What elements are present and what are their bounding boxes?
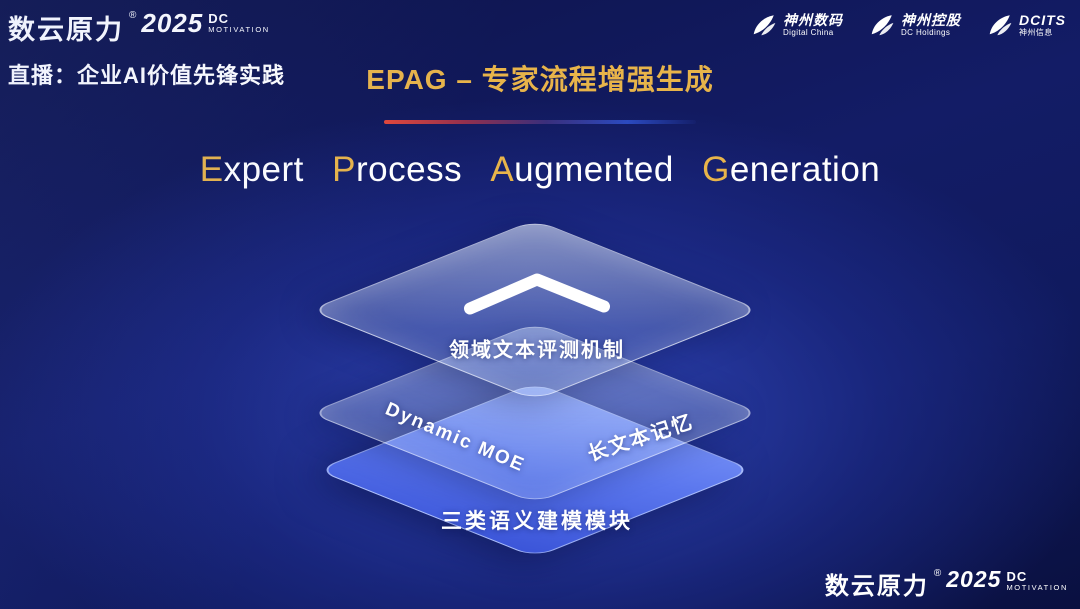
brand-logo: 数云原力 ® 2025 DC MOTIVATION bbox=[8, 8, 270, 47]
gold-initial: P bbox=[332, 150, 356, 189]
brand-suffix: DC MOTIVATION bbox=[1006, 569, 1068, 593]
swoosh-icon bbox=[871, 15, 894, 36]
swoosh-icon bbox=[989, 15, 1012, 36]
partner-cn: 神州数码 bbox=[783, 12, 843, 29]
subtitle-word: Augmented bbox=[490, 150, 674, 189]
partner-logo-dc-holdings: 神州控股 DC Holdings bbox=[869, 12, 961, 38]
word-rest: ugmented bbox=[514, 150, 674, 189]
partner-en: 神州信息 bbox=[1019, 28, 1053, 38]
word-rest: xpert bbox=[223, 150, 304, 189]
brand-cn-text: 数云原力 bbox=[824, 573, 929, 600]
partner-logo-digital-china: 神州数码 Digital China bbox=[751, 12, 843, 38]
top-layer-label: 领域文本评测机制 bbox=[449, 339, 625, 362]
partner-cn: 神州控股 bbox=[901, 12, 961, 29]
word-rest: rocess bbox=[355, 150, 463, 189]
title-divider bbox=[384, 120, 696, 124]
brand-dc: DC bbox=[208, 11, 229, 26]
partner-en: DC Holdings bbox=[901, 28, 951, 38]
brand-motivation: MOTIVATION bbox=[208, 25, 270, 35]
subtitle-word: Process bbox=[332, 150, 462, 189]
gold-initial: E bbox=[199, 150, 224, 189]
brand-dc: DC bbox=[1006, 569, 1028, 584]
partner-cn: DCITS bbox=[1019, 12, 1066, 29]
partner-text: 神州数码 Digital China bbox=[783, 12, 843, 37]
brand-motivation: MOTIVATION bbox=[1006, 583, 1068, 593]
word-rest: eneration bbox=[729, 150, 881, 189]
footer-brand-logo: 数云原力 ® 2025 DC MOTIVATION bbox=[825, 566, 1068, 601]
gold-initial: G bbox=[702, 150, 730, 189]
subtitle-word: Generation bbox=[702, 150, 880, 189]
brand-year: 2025 bbox=[946, 566, 1002, 592]
page-title: EPAG – 专家流程增强生成 bbox=[366, 64, 714, 95]
partner-text: 神州控股 DC Holdings bbox=[901, 12, 961, 37]
registered-mark: ® bbox=[129, 10, 137, 21]
registered-mark: ® bbox=[933, 568, 942, 579]
brand-year: 2025 bbox=[141, 8, 204, 38]
swoosh-icon bbox=[753, 15, 776, 36]
brand-cn-text: 数云原力 bbox=[8, 15, 124, 45]
chevron-up-icon bbox=[462, 271, 612, 322]
bottom-layer-label: 三类语义建模模块 bbox=[441, 510, 633, 533]
subtitle-word: Expert bbox=[200, 150, 304, 189]
partner-text: DCITS 神州信息 bbox=[1019, 12, 1066, 37]
partner-logo-dcits: DCITS 神州信息 bbox=[987, 12, 1066, 38]
live-stream-label: 直播：企业AI价值先锋实践 bbox=[8, 63, 286, 88]
gold-initial: A bbox=[490, 150, 515, 189]
brand-suffix: DC MOTIVATION bbox=[208, 11, 270, 35]
partner-en: Digital China bbox=[783, 28, 834, 38]
partner-logos: 神州数码 Digital China 神州控股 DC Holdings DCIT… bbox=[751, 12, 1066, 38]
subtitle-en: Expert Process Augmented Generation bbox=[0, 150, 1080, 190]
